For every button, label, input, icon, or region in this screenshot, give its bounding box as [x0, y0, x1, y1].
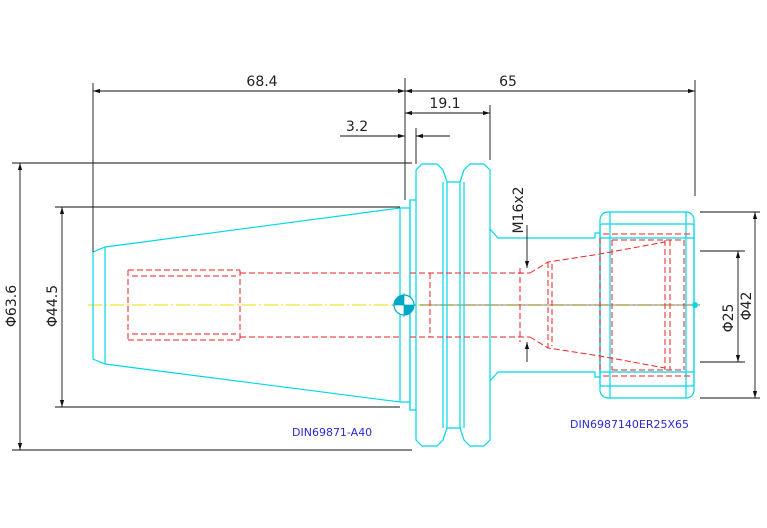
hidden-lines — [127, 233, 690, 377]
dimension-lines — [12, 78, 760, 451]
taper-standard-label: DIN69871-A40 — [292, 426, 372, 439]
dim-flange-offset: 3.2 — [346, 119, 368, 135]
collet-standard-label: DIN6987140ER25X65 — [570, 418, 689, 431]
center-mark-icon — [392, 293, 416, 317]
taper-outline — [92, 207, 410, 403]
dim-nut-diameter: Φ42 — [739, 292, 755, 321]
dim-extension-length: 65 — [499, 74, 517, 90]
dim-flange-diameter: Φ63.6 — [4, 285, 20, 327]
dim-taper-length: 68.4 — [246, 74, 277, 90]
dim-thread: M16x2 — [511, 186, 527, 233]
dim-flange-width: 19.1 — [429, 96, 460, 112]
dim-collet-diameter: Φ25 — [721, 304, 737, 333]
end-point-mark — [692, 302, 698, 308]
dim-taper-diameter: Φ44.5 — [45, 285, 61, 327]
